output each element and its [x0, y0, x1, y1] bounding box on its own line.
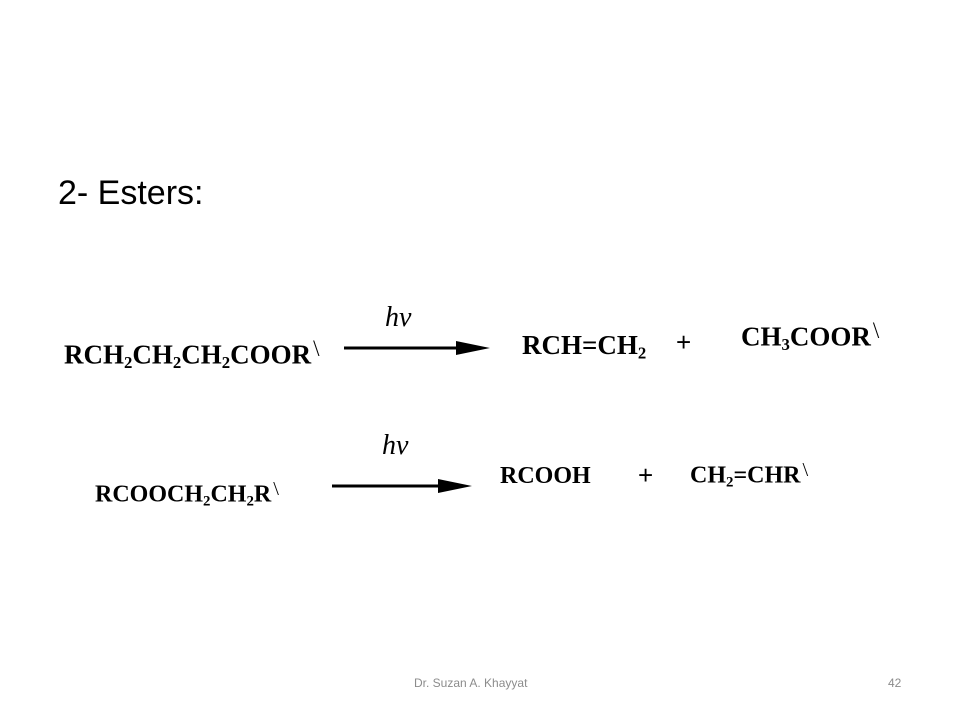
prime-mark: \	[872, 318, 880, 343]
formula-text: R	[253, 481, 272, 508]
prime-mark: \	[273, 478, 279, 500]
arrowhead	[438, 479, 472, 493]
subscript: 3	[781, 335, 790, 355]
formula-text: COOR	[789, 321, 871, 352]
reaction-2-product-1: RCOOH	[500, 464, 591, 488]
reaction-2-arrow	[332, 479, 472, 493]
formula-text: CH	[741, 321, 782, 352]
formula-text: RCH=CH	[522, 330, 638, 360]
prime-mark: \	[313, 336, 320, 361]
formula-text: RCH	[64, 339, 124, 370]
subscript: 2	[637, 343, 647, 363]
formula-text: CH	[132, 339, 173, 370]
formula-text: =CHR	[733, 462, 801, 489]
reaction-2-reactant: RCOOCH2CH2R\	[95, 478, 279, 510]
footer-author: Dr. Suzan A. Khayyat	[414, 676, 528, 690]
subscript: 2	[172, 353, 182, 373]
subscript: 2	[203, 493, 211, 510]
reaction-2-product-2: CH2=CHR\	[690, 459, 809, 491]
reaction-1-plus: +	[676, 327, 692, 357]
reaction-1-arrow	[344, 341, 490, 355]
subscript: 2	[221, 353, 231, 373]
slide-title: 2- Esters:	[58, 174, 204, 212]
footer-page-number: 42	[888, 676, 902, 690]
formula-text: CH	[690, 462, 726, 489]
prime-mark: \	[802, 459, 809, 481]
reaction-1-reactant: RCH2CH2CH2COOR\	[64, 336, 320, 371]
formula-text: CH	[210, 481, 247, 508]
subscript: 2	[726, 474, 734, 491]
formula-text: RCOOCH	[95, 481, 203, 508]
reaction-1-product-2: CH3COOR\	[741, 318, 880, 353]
formula-text: COOR	[230, 339, 312, 370]
formula-text: RCOOH	[500, 463, 591, 489]
reaction-1-condition: hν	[385, 302, 412, 333]
arrowhead	[456, 341, 490, 355]
reaction-2-condition: hν	[382, 430, 409, 461]
subscript: 2	[246, 493, 254, 510]
reaction-2-plus: +	[638, 460, 654, 490]
subscript: 2	[124, 353, 133, 373]
formula-text: CH	[181, 339, 222, 370]
reaction-1-product-1: RCH=CH2	[522, 330, 646, 362]
